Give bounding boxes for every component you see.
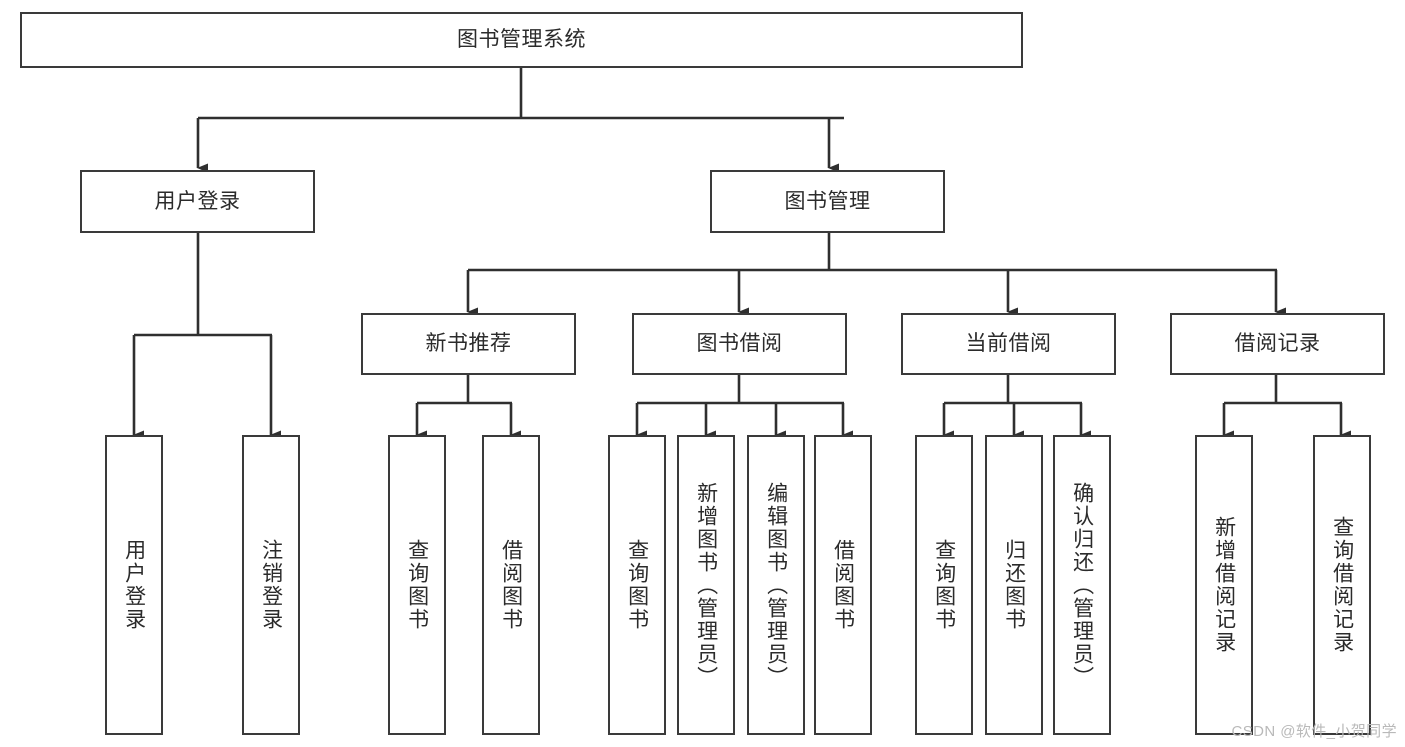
node-user-login[interactable]: 用户登录 <box>80 170 315 233</box>
node-book-manage-label: 图书管理 <box>784 189 871 213</box>
node-leaf-add-book-label: 新增图书（管理员） <box>694 481 718 689</box>
node-leaf-user-login-label: 用户登录 <box>122 539 146 631</box>
node-root-label: 图书管理系统 <box>457 28 586 52</box>
node-borrow-record-label: 借阅记录 <box>1234 332 1321 356</box>
node-new-book-recommend[interactable]: 新书推荐 <box>361 313 576 375</box>
node-leaf-logout-login[interactable]: 注销登录 <box>242 435 300 735</box>
node-leaf-borrow-book-1-label: 借阅图书 <box>499 539 523 631</box>
node-leaf-return-book-label: 归还图书 <box>1002 539 1026 631</box>
node-leaf-query-record[interactable]: 查询借阅记录 <box>1313 435 1371 735</box>
node-root[interactable]: 图书管理系统 <box>20 12 1023 68</box>
node-book-borrow-label: 图书借阅 <box>696 332 783 356</box>
node-leaf-query-book-1-label: 查询图书 <box>405 539 429 631</box>
node-leaf-add-record-label: 新增借阅记录 <box>1212 516 1236 654</box>
node-leaf-borrow-book-1[interactable]: 借阅图书 <box>482 435 540 735</box>
node-leaf-logout-login-label: 注销登录 <box>259 539 283 631</box>
node-leaf-edit-book[interactable]: 编辑图书（管理员） <box>747 435 805 735</box>
node-leaf-query-book-1[interactable]: 查询图书 <box>388 435 446 735</box>
node-leaf-edit-book-label: 编辑图书（管理员） <box>764 481 788 689</box>
node-current-borrow-label: 当前借阅 <box>965 332 1052 356</box>
node-leaf-add-record[interactable]: 新增借阅记录 <box>1195 435 1253 735</box>
node-leaf-query-record-label: 查询借阅记录 <box>1330 516 1354 654</box>
node-leaf-query-book-2-label: 查询图书 <box>625 539 649 631</box>
node-new-book-recommend-label: 新书推荐 <box>425 332 512 356</box>
node-leaf-query-book-2[interactable]: 查询图书 <box>608 435 666 735</box>
node-user-login-label: 用户登录 <box>154 189 241 213</box>
node-leaf-confirm-return[interactable]: 确认归还（管理员） <box>1053 435 1111 735</box>
node-leaf-query-book-3-label: 查询图书 <box>932 539 956 631</box>
node-book-manage[interactable]: 图书管理 <box>710 170 945 233</box>
node-book-borrow[interactable]: 图书借阅 <box>632 313 847 375</box>
node-leaf-query-book-3[interactable]: 查询图书 <box>915 435 973 735</box>
watermark: CSDN @软件_小贺同学 <box>1231 723 1397 740</box>
node-leaf-borrow-book-2-label: 借阅图书 <box>831 539 855 631</box>
node-current-borrow[interactable]: 当前借阅 <box>901 313 1116 375</box>
node-borrow-record[interactable]: 借阅记录 <box>1170 313 1385 375</box>
node-leaf-user-login[interactable]: 用户登录 <box>105 435 163 735</box>
node-leaf-add-book[interactable]: 新增图书（管理员） <box>677 435 735 735</box>
node-leaf-confirm-return-label: 确认归还（管理员） <box>1070 481 1094 689</box>
node-leaf-return-book[interactable]: 归还图书 <box>985 435 1043 735</box>
node-leaf-borrow-book-2[interactable]: 借阅图书 <box>814 435 872 735</box>
